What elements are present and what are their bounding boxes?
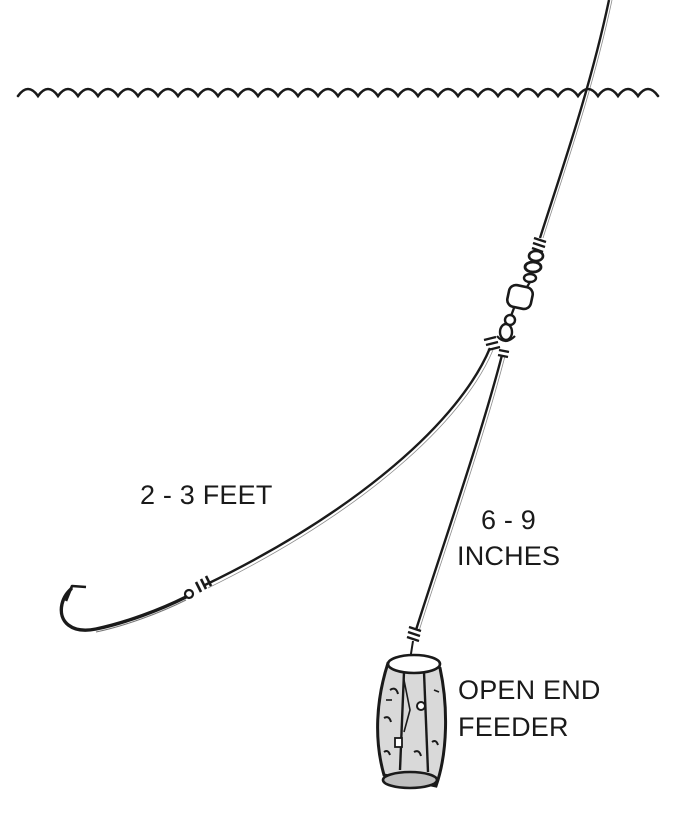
dropper-length-label-line2: INCHES: [457, 541, 561, 571]
hook-knot: [183, 575, 213, 600]
leader-length-label: 2 - 3 FEET: [140, 480, 273, 510]
hook: [59, 584, 188, 633]
main-line: [538, 0, 611, 239]
bead: [505, 283, 535, 311]
water-surface: [16, 87, 660, 99]
feeder-label-line2: FEEDER: [458, 712, 569, 742]
dropper-length-label-line1: 6 - 9: [481, 505, 537, 535]
open-end-feeder: [376, 653, 448, 790]
three-way-swivel: [496, 307, 517, 343]
swivel: [522, 249, 545, 288]
lower-knot: [483, 335, 510, 359]
feeder-label-line1: OPEN END: [458, 675, 601, 705]
dropper-line: [414, 354, 504, 631]
leader-line: [204, 347, 492, 587]
